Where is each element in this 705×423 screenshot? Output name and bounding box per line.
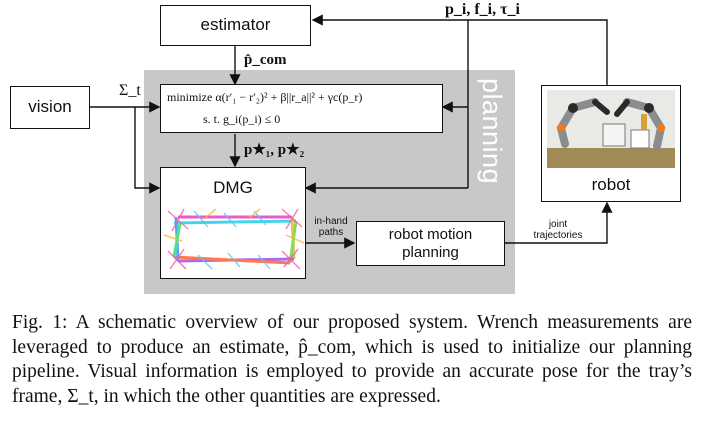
in-hand-paths-label: in-hand paths bbox=[314, 216, 348, 238]
motion-planning-label: robot motion planning bbox=[388, 226, 473, 261]
objective-text: minimize α(r′₁ − r′₂)² + β||r_a||² + γc(… bbox=[167, 90, 363, 104]
arrow-robot-to-estimator bbox=[440, 19, 608, 85]
figure-caption: Fig. 1: A schematic overview of our prop… bbox=[12, 311, 692, 409]
figure-caption-text: Fig. 1: A schematic overview of our prop… bbox=[12, 312, 692, 407]
p-stars-label: p★₁, p★₂ bbox=[244, 142, 305, 158]
dmg-label: DMG bbox=[213, 178, 253, 197]
joint-trajectories-label: joint trajectories bbox=[533, 219, 583, 241]
robot-label: robot bbox=[591, 175, 631, 194]
arrow-vision-to-dmg bbox=[134, 107, 161, 194]
wrench-label: p_i, f_i, τ_i bbox=[445, 1, 520, 18]
vision-box bbox=[10, 86, 90, 129]
vision-label: vision bbox=[28, 97, 72, 116]
dmg-graph-illustration bbox=[164, 208, 304, 270]
robot-photo-illustration bbox=[547, 90, 675, 168]
p-com-label: p̂_com bbox=[244, 52, 287, 68]
optimizer-box bbox=[160, 84, 443, 133]
constraint-text: s. t. g_i(p_i) ≤ 0 bbox=[203, 112, 281, 126]
sigma-t-label: Σ_t bbox=[119, 82, 141, 99]
estimator-label: estimator bbox=[200, 15, 271, 34]
arrow-motion-to-robot bbox=[505, 201, 613, 244]
motion-planning-box bbox=[356, 221, 505, 266]
estimator-box bbox=[160, 5, 311, 46]
